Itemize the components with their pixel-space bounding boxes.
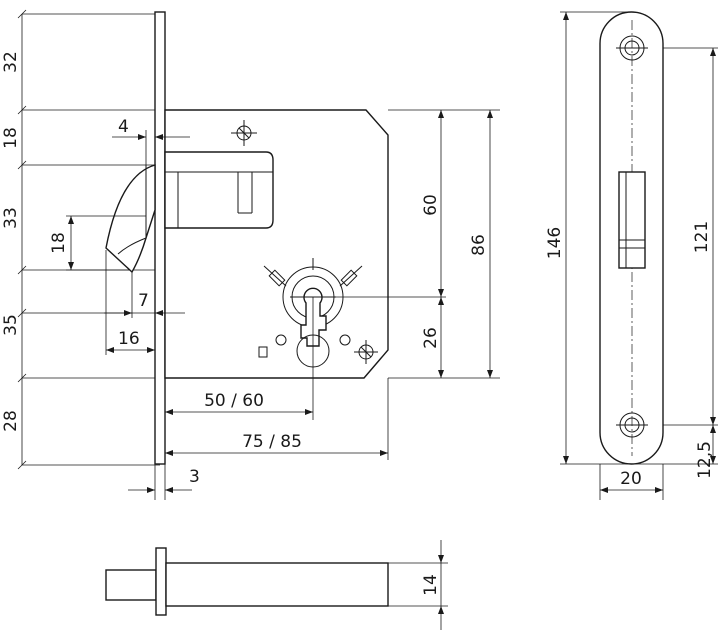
screw-top-icon [231,120,257,146]
dim-latch-7: 7 [138,291,149,311]
dim-plate-3: 3 [189,467,200,487]
plate-section [155,547,167,616]
dim-faceplate-146: 146 [545,227,565,259]
dim-keyhole-60: 60 [421,194,441,216]
dim-body-86: 86 [469,234,489,256]
dim-latch-16: 16 [118,329,140,349]
dim-left-33: 33 [1,207,21,229]
bolt-end [105,569,157,601]
dim-left-18: 18 [1,127,21,149]
dim-faceplate-20: 20 [620,469,642,489]
faceplate-view: 146 121 12,5 20 [545,11,718,500]
dim-left-28: 28 [1,410,21,432]
case-section [165,562,389,607]
faceplate-bolt-opening [618,171,646,269]
dim-latch-4: 4 [118,117,129,137]
dim-faceplate-12-5: 12,5 [695,441,715,479]
faceplate-screw-top-icon [616,35,648,61]
bottom-view: 14 [105,540,448,630]
latch-bevel [105,164,156,274]
dim-depth-75-85: 75 / 85 [242,432,302,452]
dim-left-32: 32 [1,51,21,73]
dim-bolt-14: 14 [421,574,441,596]
front-view: 32 18 33 35 28 18 4 7 16 60 26 86 50 / 6… [1,9,500,500]
faceplate-screw-bottom-icon [616,412,648,438]
bolt-slot [164,151,274,229]
front-plate [154,11,166,465]
dim-faceplate-121: 121 [692,221,712,253]
dim-inner-18: 18 [49,232,69,254]
screw-bottom-icon [354,340,378,364]
dim-keyhole-26: 26 [421,327,441,349]
dim-backset-50-60: 50 / 60 [204,391,264,411]
dim-left-35: 35 [1,314,21,336]
